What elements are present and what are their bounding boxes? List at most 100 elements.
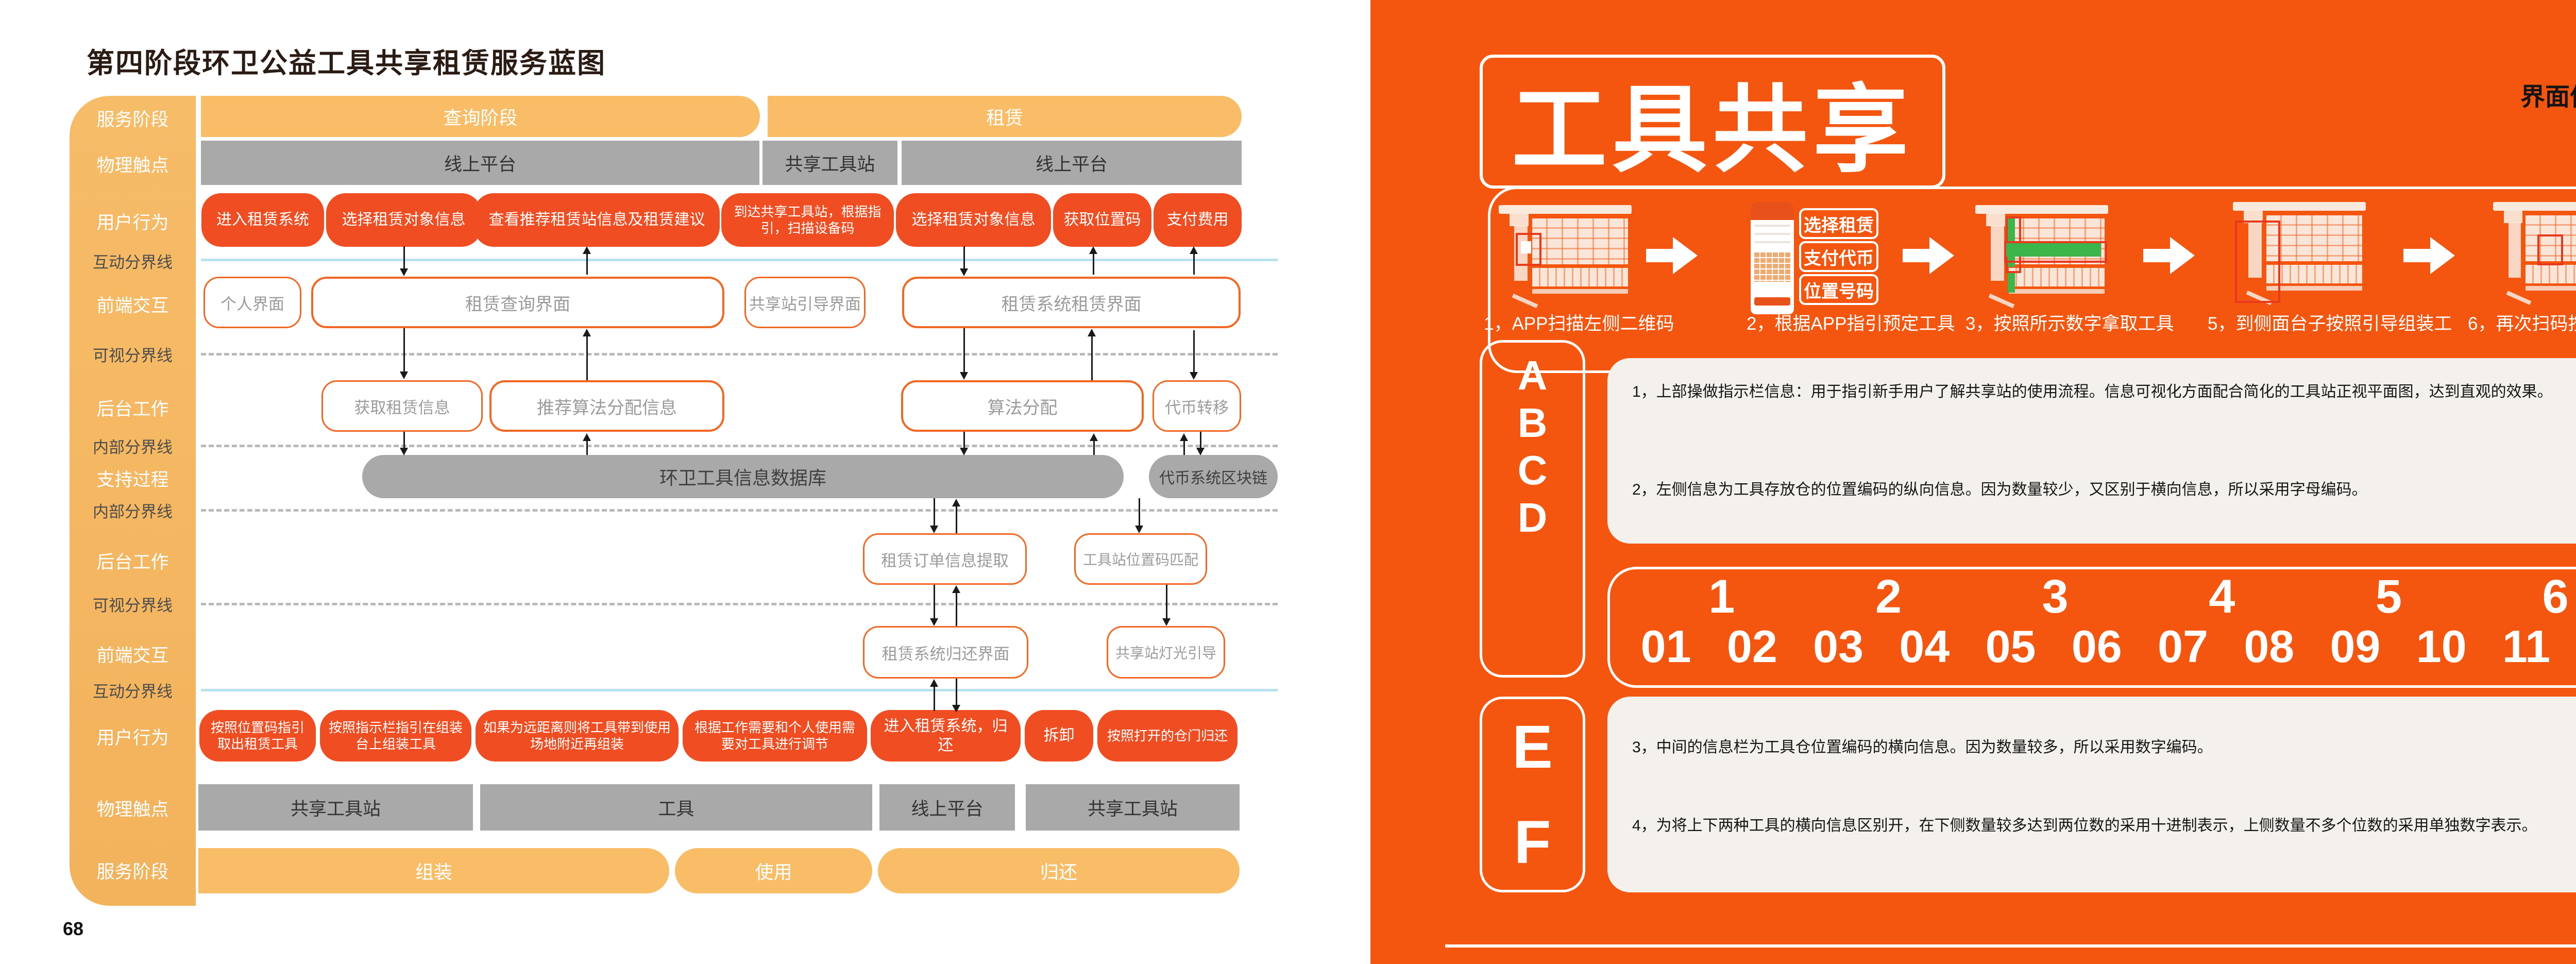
touchpoint-tool-station-2: 共享工具站 [198, 784, 473, 831]
flow-arrow [1190, 246, 1198, 275]
action-adjust-tool: 根据工作需要和个人使用需要对工具进行调节 [683, 710, 867, 762]
column-code-number: 06 [2071, 621, 2122, 672]
interaction-boundary-line [201, 259, 1278, 261]
column-code-number: 4 [2209, 570, 2235, 623]
flow-arrow [1135, 498, 1143, 533]
action-pay-fee: 支付费用 [1154, 193, 1242, 247]
panel-bottom-divider [1445, 944, 2576, 948]
touchpoint-online-platform-2: 线上平台 [902, 141, 1242, 185]
flow-arrow [1090, 433, 1098, 455]
page-title: 第四阶段环卫公益工具共享租赁服务蓝图 [87, 48, 606, 79]
column-code-number: 3 [2042, 570, 2069, 623]
row-label-service-phase-2: 服务阶段 [96, 862, 169, 882]
support-token-blockchain: 代币系统区块链 [1149, 455, 1278, 498]
row-label-frontstage: 前端交互 [96, 296, 169, 316]
note-2: 2，左侧信息为工具存放仓的位置编码的纵向信息。因为数量较少，又区别于横向信息，所… [1632, 481, 2367, 498]
column-code-number: 5 [2375, 570, 2402, 623]
flow-arrow [1088, 329, 1096, 380]
column-code-number: 04 [1899, 621, 1950, 672]
touchpoint-online-platform-3: 线上平台 [879, 784, 1015, 831]
row-label-visibility-line: 可视分界线 [93, 347, 173, 365]
flow-arrow [952, 679, 960, 713]
step-caption-3: 3，按照所示数字拿取工具 [1965, 314, 2174, 334]
page-number: 68 [63, 918, 84, 939]
column-code-number: 05 [1985, 621, 2036, 672]
action-enter-system-return: 进入租赁系统，归还 [871, 710, 1021, 762]
action-arrive-scan-code: 到达共享工具站，根据指引，扫描设备码 [721, 193, 894, 247]
phase-band-rental: 租赁 [768, 96, 1242, 137]
vertical-code-letter: F [1514, 808, 1551, 876]
flow-arrow [400, 328, 408, 379]
internal-boundary-line-2 [201, 509, 1278, 512]
qr-code-marker-icon [2537, 234, 2563, 265]
row-label-visibility-line-2: 可视分界线 [93, 597, 173, 615]
step-caption-1: 1，APP扫描左侧二维码 [1484, 314, 1674, 334]
flow-arrow [1196, 432, 1205, 455]
row-label-service-phase: 服务阶段 [96, 110, 169, 130]
ui-station-guide-screen: 共享站引导界面 [744, 277, 866, 328]
ui-personal-screen: 个人界面 [204, 277, 301, 328]
vertical-code-letter: D [1517, 495, 1548, 540]
phone-label-select-rental: 选择租赁 [1799, 208, 1878, 239]
phone-label-pay-token: 支付代币 [1799, 241, 1878, 272]
note-3: 3，中间的信息栏为工具仓位置编码的横向信息。因为数量较多，所以采用数字编码。 [1632, 739, 2213, 756]
column-code-number: 2 [1875, 570, 1902, 623]
row-highlight-marker [2004, 241, 2107, 263]
note-1: 1，上部操做指示栏信息：用于指引新手用户了解共享站的使用流程。信息可视化方面配合… [1632, 383, 2553, 400]
column-code-number: 03 [1813, 621, 1864, 672]
column-codes-bottom-row: 010203040506070809101112 [1623, 618, 2576, 675]
flow-arrow [930, 585, 938, 626]
row-label-user-behavior: 用户行为 [96, 213, 169, 233]
interaction-boundary-line-2 [201, 689, 1278, 691]
flow-arrow [583, 246, 591, 275]
app-screen-icon [1751, 202, 1794, 314]
notes-box-top [1607, 358, 2576, 544]
support-tool-database: 环卫工具信息数据库 [362, 455, 1124, 498]
phase-band-assemble: 组装 [198, 848, 669, 893]
phase-band-use: 使用 [675, 848, 872, 893]
flow-arrow [1180, 433, 1188, 455]
row-label-internal-line: 内部分界线 [93, 438, 173, 456]
touchpoint-tool-station-3: 共享工具站 [1026, 784, 1240, 831]
row-label-interaction-line: 互动分界线 [93, 253, 173, 272]
ui-station-light-guide: 共享站灯光引导 [1107, 626, 1225, 679]
panel-title: 工具共享 [1512, 77, 1913, 183]
panel-title-box: 工具共享 [1480, 55, 1945, 189]
flow-arrow [960, 328, 968, 380]
qr-code-icon [1521, 241, 1531, 253]
column-code-number: 01 [1640, 621, 1691, 672]
backstage-algorithm-allocation: 算法分配 [901, 380, 1144, 432]
ui-return-screen: 租赁系统归还界面 [863, 626, 1028, 679]
action-assemble-near-site: 如果为远距离则将工具带到使用场地附近再组装 [476, 710, 679, 762]
row-label-physical-touchpoint: 物理触点 [96, 156, 169, 176]
action-view-recommended-station: 查看推荐租赁站信息及租赁建议 [474, 193, 720, 247]
row-label-column [70, 96, 196, 906]
row-label-user-behavior-2: 用户行为 [96, 728, 169, 748]
step-caption-2: 2，根据APP指引预定工具 [1747, 314, 1955, 334]
column-code-number: 11 [2502, 621, 2551, 672]
touchpoint-online-platform: 线上平台 [201, 141, 759, 185]
qr-code-marker-icon [1516, 233, 1541, 266]
internal-boundary-line [201, 445, 1278, 447]
backstage-order-info-extract: 租赁订单信息提取 [863, 533, 1027, 585]
step-caption-6: 6，再次扫码按APP指引归还 [2468, 314, 2576, 334]
flow-arrow [1190, 330, 1198, 380]
action-disassemble: 拆卸 [1025, 710, 1093, 762]
horizontal-code-box [1607, 567, 2576, 688]
action-assemble-on-bench: 按照指示栏指引在组装台上组装工具 [320, 710, 471, 762]
row-label-backstage: 后台工作 [96, 399, 169, 419]
flow-arrow [930, 498, 938, 533]
column-code-number: 08 [2244, 621, 2295, 672]
action-enter-rental-system: 进入租赁系统 [201, 193, 324, 247]
action-get-position-code: 获取位置码 [1053, 193, 1151, 247]
ui-rental-query-screen: 租赁查询界面 [311, 277, 724, 328]
flow-arrow [960, 246, 968, 276]
side-table-marker [2235, 221, 2280, 303]
backstage-recommend-algorithm: 推荐算法分配信息 [489, 380, 724, 432]
note-4: 4，为将上下两种工具的横向信息区别开，在下侧数量较多达到两位数的采用十进制表示，… [1632, 817, 2537, 834]
flow-arrow [400, 432, 408, 455]
backstage-get-rental-info: 获取租赁信息 [321, 380, 483, 432]
